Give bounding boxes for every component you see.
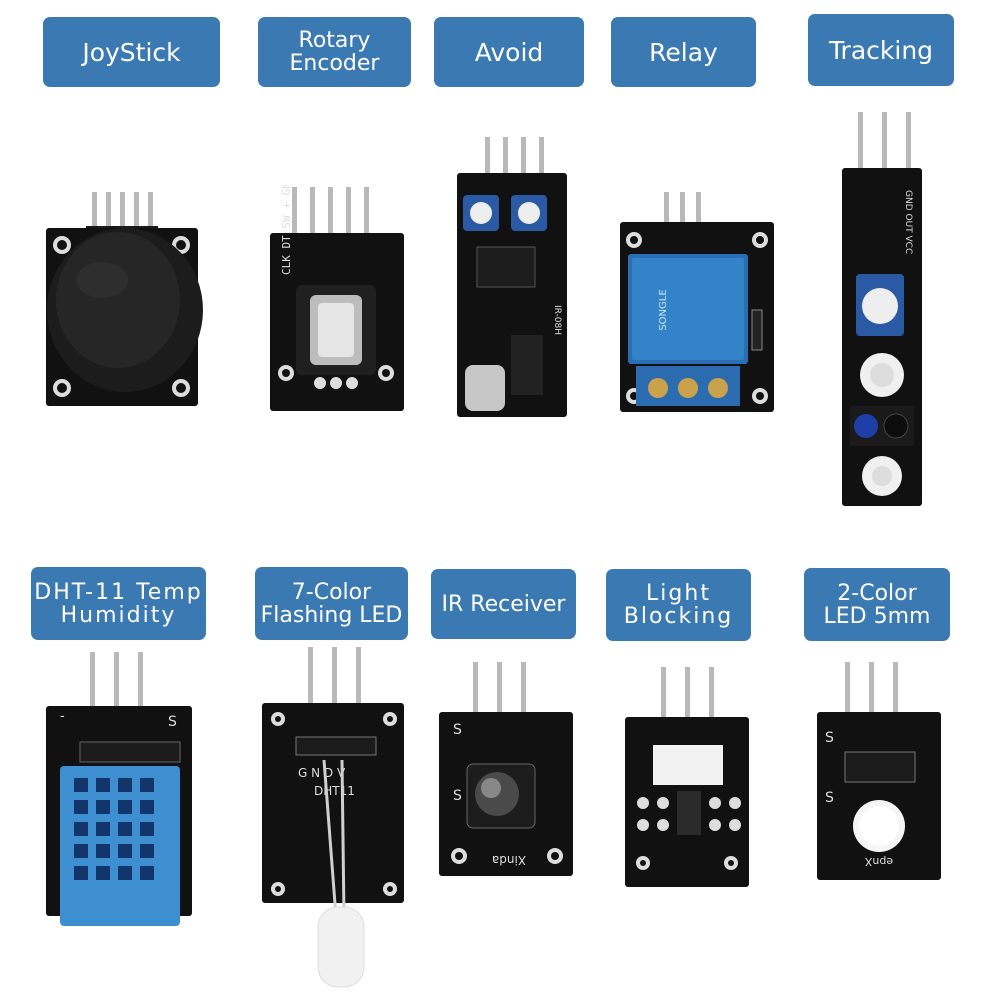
dht-pin-s: S — [168, 714, 177, 730]
tracking-module: GND OUT VCC — [836, 110, 926, 510]
label-2color-led: 2-Color LED 5mm — [804, 568, 950, 641]
flash-model-text: DHT11 — [314, 784, 355, 798]
relay-module: SONGLE — [618, 190, 778, 415]
avoid-module: IR-08H — [455, 135, 570, 420]
light-blocking-module — [623, 665, 753, 890]
avoid-brand-text: IR-08H — [552, 305, 562, 335]
2color-led-module: S S epnX — [815, 660, 945, 885]
label-dht11: DHT-11 Temp Humidity — [31, 567, 206, 640]
label-avoid: Avoid — [434, 17, 584, 87]
label-ir-receiver: IR Receiver — [431, 569, 576, 639]
label-relay: Relay — [611, 17, 756, 87]
label-joystick: JoyStick — [43, 17, 220, 87]
relay-brand-text: SONGLE — [658, 289, 669, 330]
joystick-module — [40, 190, 205, 410]
label-light-blocking: Light Blocking — [606, 569, 751, 641]
ir-pin-s2: S — [453, 788, 462, 804]
led-pin-s: S — [825, 730, 834, 746]
ir-receiver-module: S S Xinda — [437, 660, 577, 880]
ir-brand-text: Xinda — [492, 853, 526, 867]
dht11-module: - S — [40, 650, 200, 930]
label-tracking: Tracking — [808, 14, 954, 86]
led-brand-text: epnX — [864, 855, 893, 868]
led-pin-s2: S — [825, 790, 834, 806]
tracking-pin-text: GND OUT VCC — [903, 190, 913, 254]
ir-pin-s: S — [453, 722, 462, 738]
rotary-encoder-module: CLK DT SW + GND — [268, 185, 408, 415]
label-7color-led: 7-Color Flashing LED — [255, 567, 408, 640]
rotary-pin-label: CLK DT SW + GND — [280, 185, 293, 275]
7color-led-module: G N D V DHT11 — [258, 645, 408, 1000]
flash-pin-text: G N D V — [298, 766, 346, 780]
dht-pin-minus: - — [60, 709, 65, 724]
label-rotary-encoder: Rotary Encoder — [258, 17, 411, 87]
